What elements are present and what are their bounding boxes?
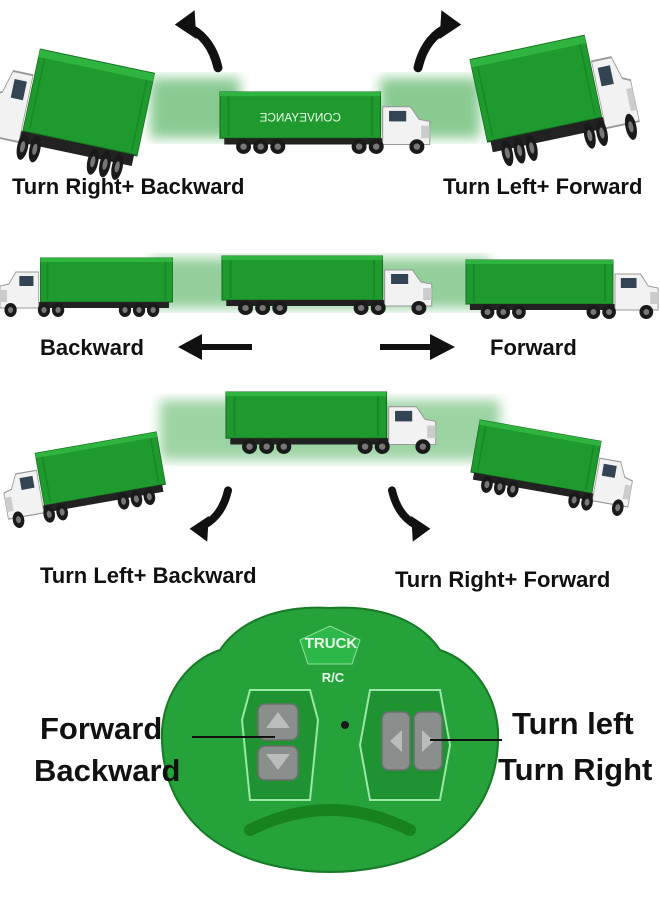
row3-truck-left <box>0 432 169 530</box>
curved-arrow-icon <box>175 10 218 68</box>
forward-button[interactable] <box>257 703 299 741</box>
remote-brand-label: TRUCK <box>305 635 358 652</box>
row1-truck-right <box>468 26 645 172</box>
forward-label: Forward <box>490 335 577 360</box>
row1-truck-left <box>0 42 155 183</box>
turn-right-forward-label: Turn Right+ Forward <box>395 567 611 592</box>
turn-left-button[interactable] <box>381 711 411 771</box>
row1-truck-center: CONVEYANCE <box>218 90 431 156</box>
remote-forward-label: Forward <box>40 711 163 746</box>
turn-right-button[interactable] <box>413 711 443 771</box>
row2-truck-left <box>0 258 172 317</box>
remote-backward-label: Backward <box>34 753 181 788</box>
turn-left-backward-label: Turn Left+ Backward <box>40 563 257 588</box>
straight-arrow-icon <box>178 334 252 360</box>
remote-turn-right-label: Turn Right <box>498 752 653 787</box>
backward-button[interactable] <box>257 745 299 781</box>
curved-arrow-icon <box>190 490 228 541</box>
curved-arrow-icon <box>418 10 461 68</box>
remote-mode-label: R/C <box>322 670 345 685</box>
curved-arrow-icon <box>392 490 430 541</box>
backward-label: Backward <box>40 335 144 360</box>
turn-right-backward-label: Turn Right+ Backward <box>12 174 245 199</box>
row3-truck-right <box>466 418 640 519</box>
straight-arrow-icon <box>380 334 455 360</box>
turn-left-forward-label: Turn Left+ Forward <box>443 174 643 199</box>
remote-turn-left-label: Turn left <box>512 706 634 741</box>
trailer-label: CONVEYANCE <box>259 111 341 124</box>
row2-truck-right <box>465 259 660 320</box>
